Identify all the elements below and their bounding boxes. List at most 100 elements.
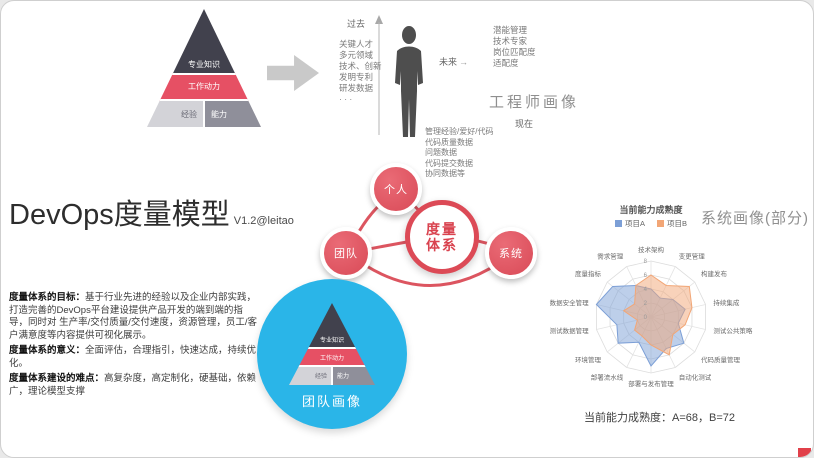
radar-chart: 02468技术架构变更管理构建发布持续集成测试公共策略代码质量管理自动化测试部署…: [550, 245, 753, 388]
team-pyramid-bottom-right-label: 能力: [337, 374, 350, 381]
team-pyramid-middle-label: 工作动力: [319, 355, 344, 362]
svg-text:部署与发布管理: 部署与发布管理: [628, 379, 674, 388]
list-item: 技术专家: [493, 36, 528, 46]
engineer-portrait-heading: 工程师画像: [489, 94, 580, 111]
pyramid-bottom-layer: 经验 能力: [147, 101, 261, 127]
maturity-caption: 当前能力成熟度：A=68，B=72: [584, 412, 735, 424]
radar-legend: 项目A 项目B: [576, 218, 726, 229]
difficulty-text: 高复杂度，高定制化，硬基础，依赖广，理论模型支撑: [9, 373, 257, 397]
list-item: 技术、创新: [339, 61, 382, 71]
axis-future-text: 未来: [439, 57, 458, 67]
svg-text:部署流水线: 部署流水线: [591, 373, 624, 382]
capability-pyramid: 专业知识 工作动力 经验 能力: [147, 9, 261, 127]
list-item: 潜能管理: [493, 25, 528, 35]
svg-text:4: 4: [644, 287, 648, 293]
svg-text:2: 2: [644, 301, 648, 307]
pyramid-bottom-left: 经验: [147, 101, 203, 127]
svg-text:自动化测试: 自动化测试: [679, 373, 712, 382]
engineer-traits-list: 关键人才多元领域技术、创新发明专利研发数据· · ·: [339, 39, 382, 105]
axis-future-label: 未来→: [439, 55, 468, 68]
team-pyramid-bottom-layer: 经验 能力: [289, 366, 375, 385]
svg-text:测试数据管理: 测试数据管理: [550, 326, 590, 335]
list-item: 多元领域: [339, 50, 374, 60]
pyramid-bottom-right-label: 能力: [211, 109, 227, 119]
svg-text:6: 6: [644, 273, 648, 279]
person-silhouette-icon: [395, 26, 423, 137]
pyramid-middle-label: 工作动力: [188, 82, 220, 92]
version-label: V1.2@leitao: [233, 215, 294, 227]
legend-label-b: 项目B: [667, 219, 688, 228]
team-portrait-circle: 专业知识 工作动力 经验 能力 团队画像: [257, 279, 407, 429]
list-item: 协同数据等: [425, 169, 465, 178]
pyramid-bottom-left-label: 经验: [181, 109, 197, 119]
team-pyramid-top-layer: 专业知识: [289, 303, 375, 348]
list-item: 管理经验/爱好/代码: [425, 127, 494, 136]
svg-text:8: 8: [644, 259, 648, 265]
team-pyramid-bottom-left-label: 经验: [314, 374, 327, 381]
svg-text:环境管理: 环境管理: [575, 355, 602, 364]
list-item: 岗位匹配度: [493, 47, 536, 57]
svg-text:数据安全管理: 数据安全管理: [550, 298, 590, 307]
difficulty-paragraph: 度量体系建设的难点：高复杂度，高定制化，硬基础，依赖广，理论模型支撑: [9, 373, 261, 398]
system-portrait-heading: 系统画像(部分): [701, 210, 809, 227]
team-pyramid-middle-layer: 工作动力: [289, 347, 375, 367]
meaning-paragraph: 度量体系的意义：全面评估，合理指引，快速达成，持续优化。: [9, 345, 261, 370]
team-portrait-label: 团队画像: [301, 394, 362, 409]
list-item: 代码质量数据: [425, 137, 473, 147]
list-item: · · ·: [339, 94, 353, 104]
goal-text: 基于行业先进的经验以及企业内部实践，打造完善的DevOps平台建设提供产品开发的…: [9, 292, 258, 341]
svg-text:技术架构: 技术架构: [638, 245, 665, 254]
node-person: 个人: [370, 163, 422, 215]
svg-text:持续集成: 持续集成: [713, 298, 740, 307]
right-arrow-icon: [267, 55, 319, 91]
svg-text:测试公共策略: 测试公共策略: [713, 326, 753, 335]
pyramid-top-label: 专业知识: [188, 59, 220, 69]
svg-text:需求管理: 需求管理: [597, 251, 624, 260]
axis-now-label: 现在: [515, 119, 534, 129]
hub-center-line2: 体系: [426, 237, 458, 253]
list-item: 适配度: [493, 58, 519, 68]
list-item: 关键人才: [339, 39, 374, 49]
svg-text:变更管理: 变更管理: [679, 251, 706, 260]
legend-swatch-a-icon: [614, 220, 622, 227]
team-pyramid-bottom-right: 能力: [331, 366, 375, 385]
list-item: 问题数据: [425, 148, 457, 157]
legend-label-a: 项目A: [624, 219, 645, 228]
pyramid-shape: 专业知识 工作动力 经验 能力: [147, 9, 261, 127]
title-text: DevOps度量模型: [9, 199, 230, 231]
meaning-text: 全面评估，合理指引，快速达成，持续优化。: [9, 345, 257, 369]
pyramid-bottom-right: 能力: [203, 101, 261, 127]
node-system: 系统: [485, 227, 537, 279]
legend-item-project-b: 项目B: [657, 218, 687, 229]
meaning-lead: 度量体系的意义：: [9, 345, 86, 357]
description-block: 度量体系的目标：基于行业先进的经验以及企业内部实践，打造完善的DevOps平台建…: [9, 292, 261, 401]
engineer-skills-list: 潜能管理技术专家岗位匹配度适配度: [493, 25, 536, 69]
goal-paragraph: 度量体系的目标：基于行业先进的经验以及企业内部实践，打造完善的DevOps平台建…: [9, 292, 261, 342]
list-item: 研发数据: [339, 83, 374, 93]
legend-item-project-a: 项目A: [614, 218, 645, 229]
hub-center-circle: 度量 体系: [405, 200, 479, 274]
list-item: 发明专利: [339, 72, 374, 82]
difficulty-lead: 度量体系建设的难点：: [9, 373, 105, 385]
future-arrow-icon: →: [459, 57, 469, 67]
timeline-axis: [375, 15, 383, 135]
svg-text:构建发布: 构建发布: [701, 269, 728, 278]
team-pyramid: 专业知识 工作动力 经验 能力: [289, 303, 375, 385]
node-team: 团队: [320, 227, 372, 279]
list-item: 代码提交数据: [425, 158, 473, 168]
team-pyramid-shape: 专业知识 工作动力 经验 能力: [289, 303, 375, 385]
svg-text:度量指标: 度量指标: [575, 269, 602, 278]
engineer-data-list: 管理经验/爱好/代码代码质量数据问题数据代码提交数据协同数据等: [425, 127, 493, 180]
svg-text:代码质量管理: 代码质量管理: [701, 355, 741, 364]
corner-accent-mark: [798, 448, 811, 457]
radar-chart-title: 当前能力成熟度: [619, 205, 683, 215]
team-pyramid-bottom-left: 经验: [289, 366, 331, 385]
pyramid-middle-layer: 工作动力: [147, 72, 261, 102]
goal-lead: 度量体系的目标：: [9, 292, 86, 303]
team-pyramid-top-label: 专业知识: [319, 338, 344, 345]
legend-swatch-b-icon: [657, 220, 664, 227]
hub-center-line1: 度量: [426, 220, 458, 237]
svg-text:0: 0: [644, 315, 648, 321]
